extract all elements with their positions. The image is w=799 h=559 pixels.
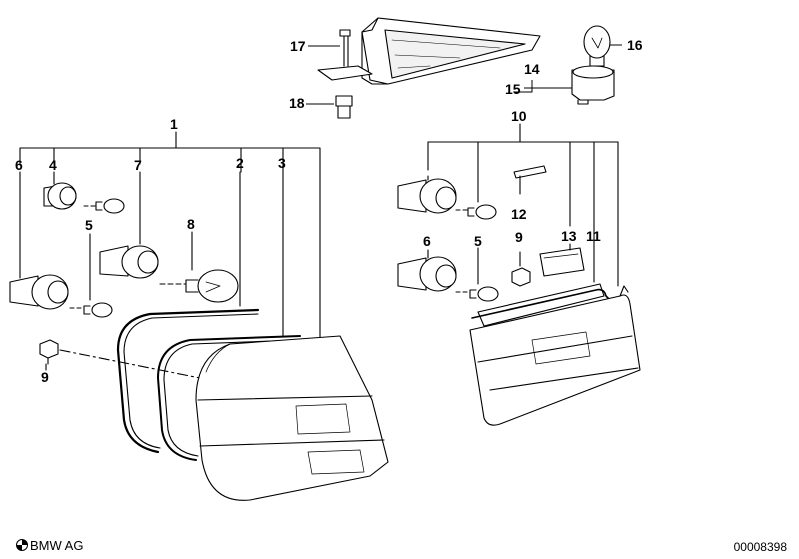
callout-8: 8 xyxy=(187,216,195,232)
bulb-5-right-upper xyxy=(455,204,497,220)
bulb-socket-15 xyxy=(571,65,615,105)
bulb-16 xyxy=(583,25,611,67)
nut-18 xyxy=(335,95,353,119)
callout-6-right: 6 xyxy=(423,233,431,249)
festoon-bulb-12 xyxy=(513,165,547,195)
bulb-5-upper xyxy=(83,198,125,214)
brand-mark: BMW AG xyxy=(16,538,83,553)
bulb-socket-7 xyxy=(99,245,159,279)
callout-10: 10 xyxy=(511,108,527,124)
callout-17: 17 xyxy=(290,38,306,54)
callout-7: 7 xyxy=(134,157,142,173)
bulb-8 xyxy=(159,269,239,303)
tail-light-lens-right xyxy=(469,283,641,426)
callout-1: 1 xyxy=(170,116,178,132)
bmw-logo-icon xyxy=(16,539,28,551)
callout-15: 15 xyxy=(505,81,521,97)
rear-fog-light-housing xyxy=(361,17,541,85)
callout-5-left: 5 xyxy=(85,217,93,233)
nut-9-left xyxy=(39,339,59,365)
bulb-socket-6-left xyxy=(9,274,69,310)
bulb-socket-6-right-upper xyxy=(397,178,457,214)
document-number: 00008398 xyxy=(733,540,787,554)
callout-6-left: 6 xyxy=(15,157,23,173)
gasket-2 xyxy=(116,171,260,454)
callout-9-left: 9 xyxy=(41,369,49,385)
screw-17 xyxy=(317,29,373,81)
callout-16: 16 xyxy=(627,37,643,53)
gasket-3 xyxy=(157,171,301,461)
callout-12: 12 xyxy=(511,206,527,222)
callout-18: 18 xyxy=(289,95,305,111)
bulb-socket-6-right-lower xyxy=(397,256,457,292)
callout-3: 3 xyxy=(278,155,286,171)
nut-9-right xyxy=(511,267,531,287)
callout-13: 13 xyxy=(561,228,577,244)
callout-2: 2 xyxy=(236,155,244,171)
bulb-5-right-lower xyxy=(455,286,499,302)
bulb-5-lower xyxy=(69,302,113,318)
callout-11: 11 xyxy=(586,228,601,244)
brand-label: BMW AG xyxy=(30,538,84,553)
bulb-socket-4 xyxy=(43,182,77,210)
callout-14: 14 xyxy=(524,61,540,77)
callout-9-right: 9 xyxy=(515,229,523,245)
tail-light-lens-left xyxy=(195,335,389,501)
lens-pad-13 xyxy=(539,247,585,277)
callout-5-right: 5 xyxy=(474,233,482,249)
callout-4: 4 xyxy=(49,157,57,173)
